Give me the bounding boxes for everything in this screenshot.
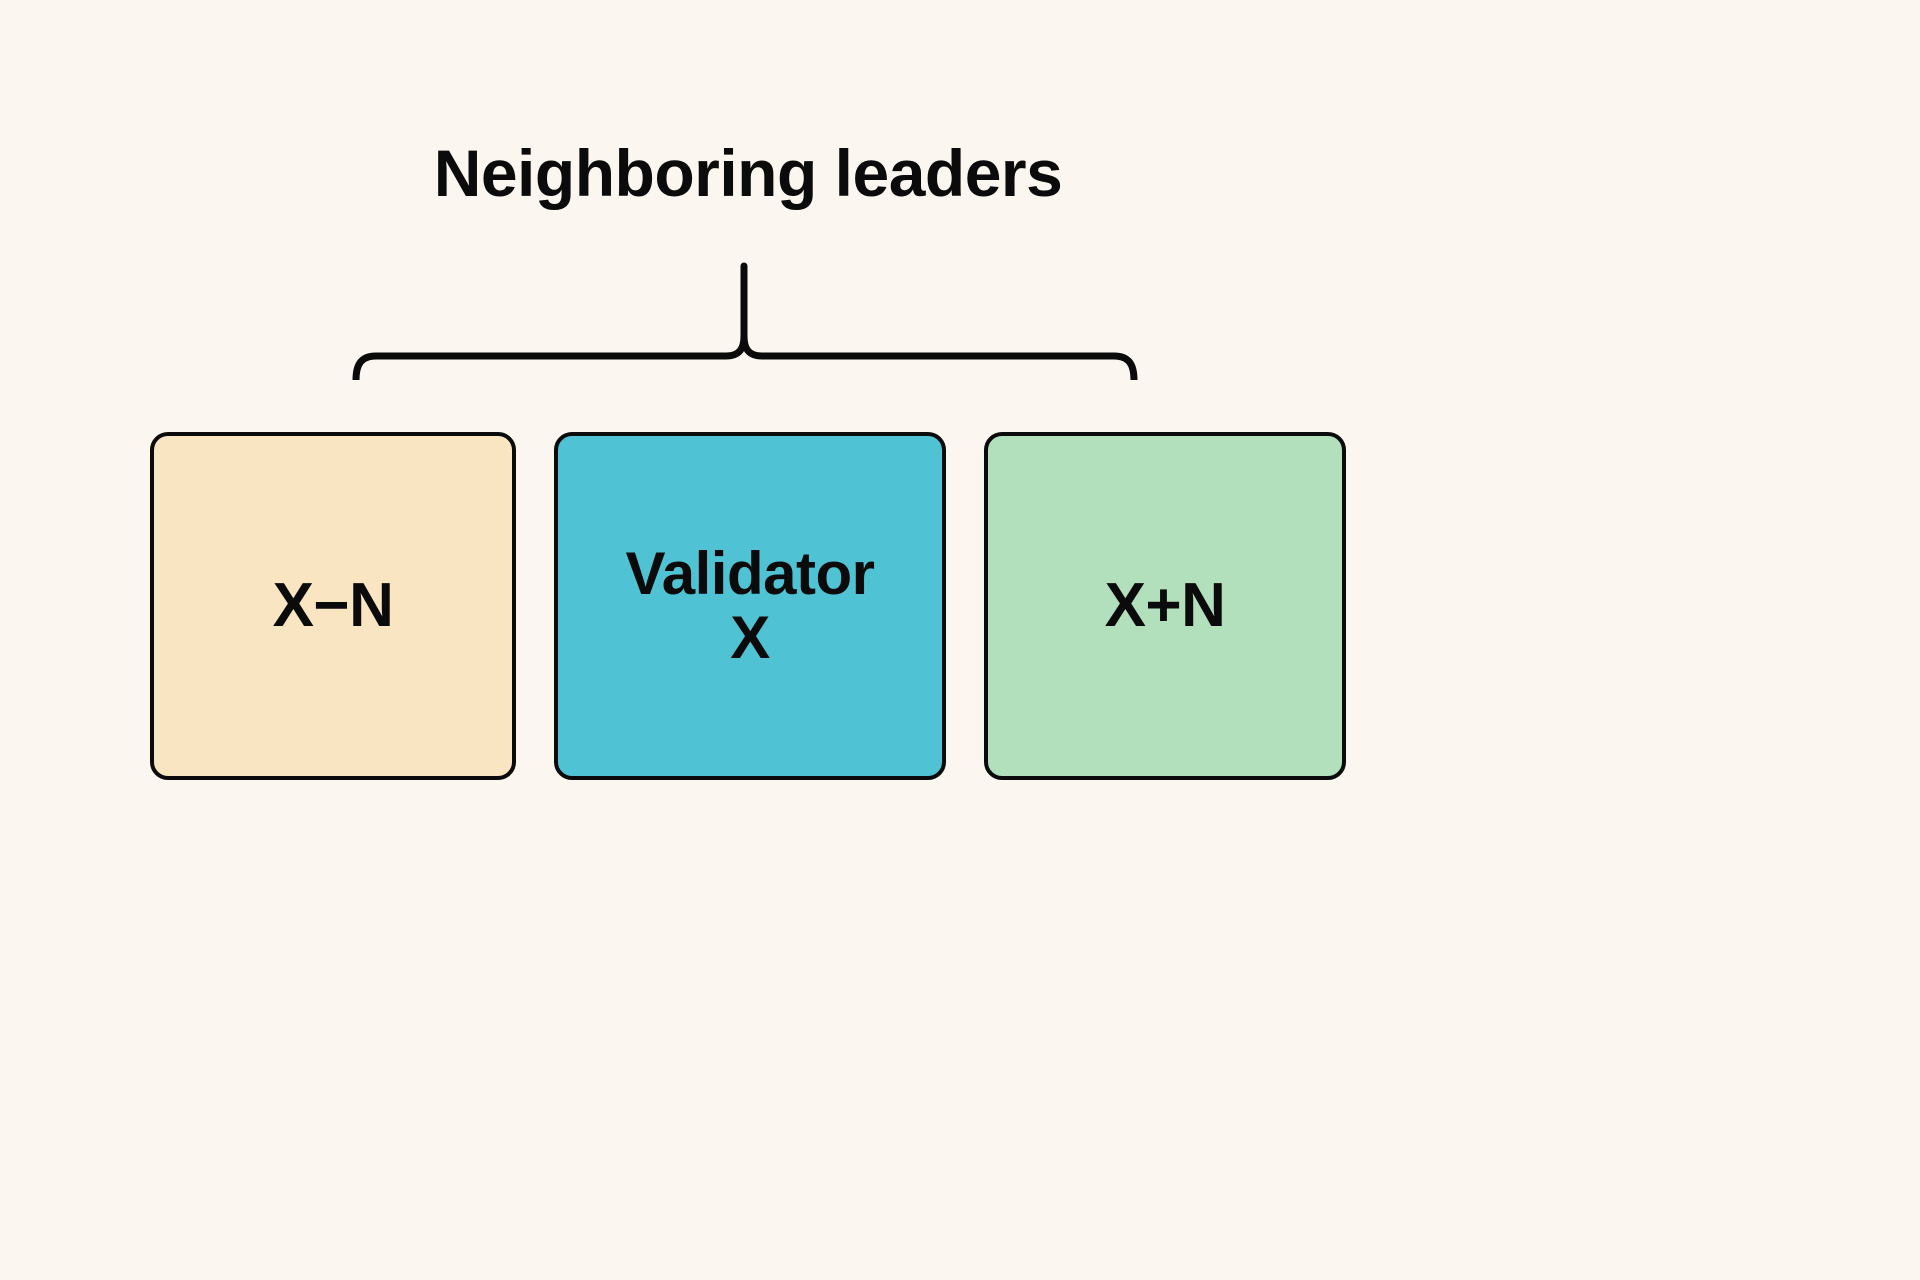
node-row: X−N Validator X X+N (150, 432, 1346, 780)
node-label-prev-leader: X−N (272, 571, 394, 641)
node-label-next-leader: X+N (1104, 571, 1226, 641)
node-label-validator-x: Validator X (625, 540, 875, 671)
neighboring-leaders-brace (330, 250, 1170, 380)
node-box-next-leader[interactable]: X+N (984, 432, 1346, 780)
node-box-validator-x[interactable]: Validator X (554, 432, 946, 780)
node-box-prev-leader[interactable]: X−N (150, 432, 516, 780)
page-title: Neighboring leaders (433, 136, 1063, 210)
brace-icon (352, 262, 1138, 380)
